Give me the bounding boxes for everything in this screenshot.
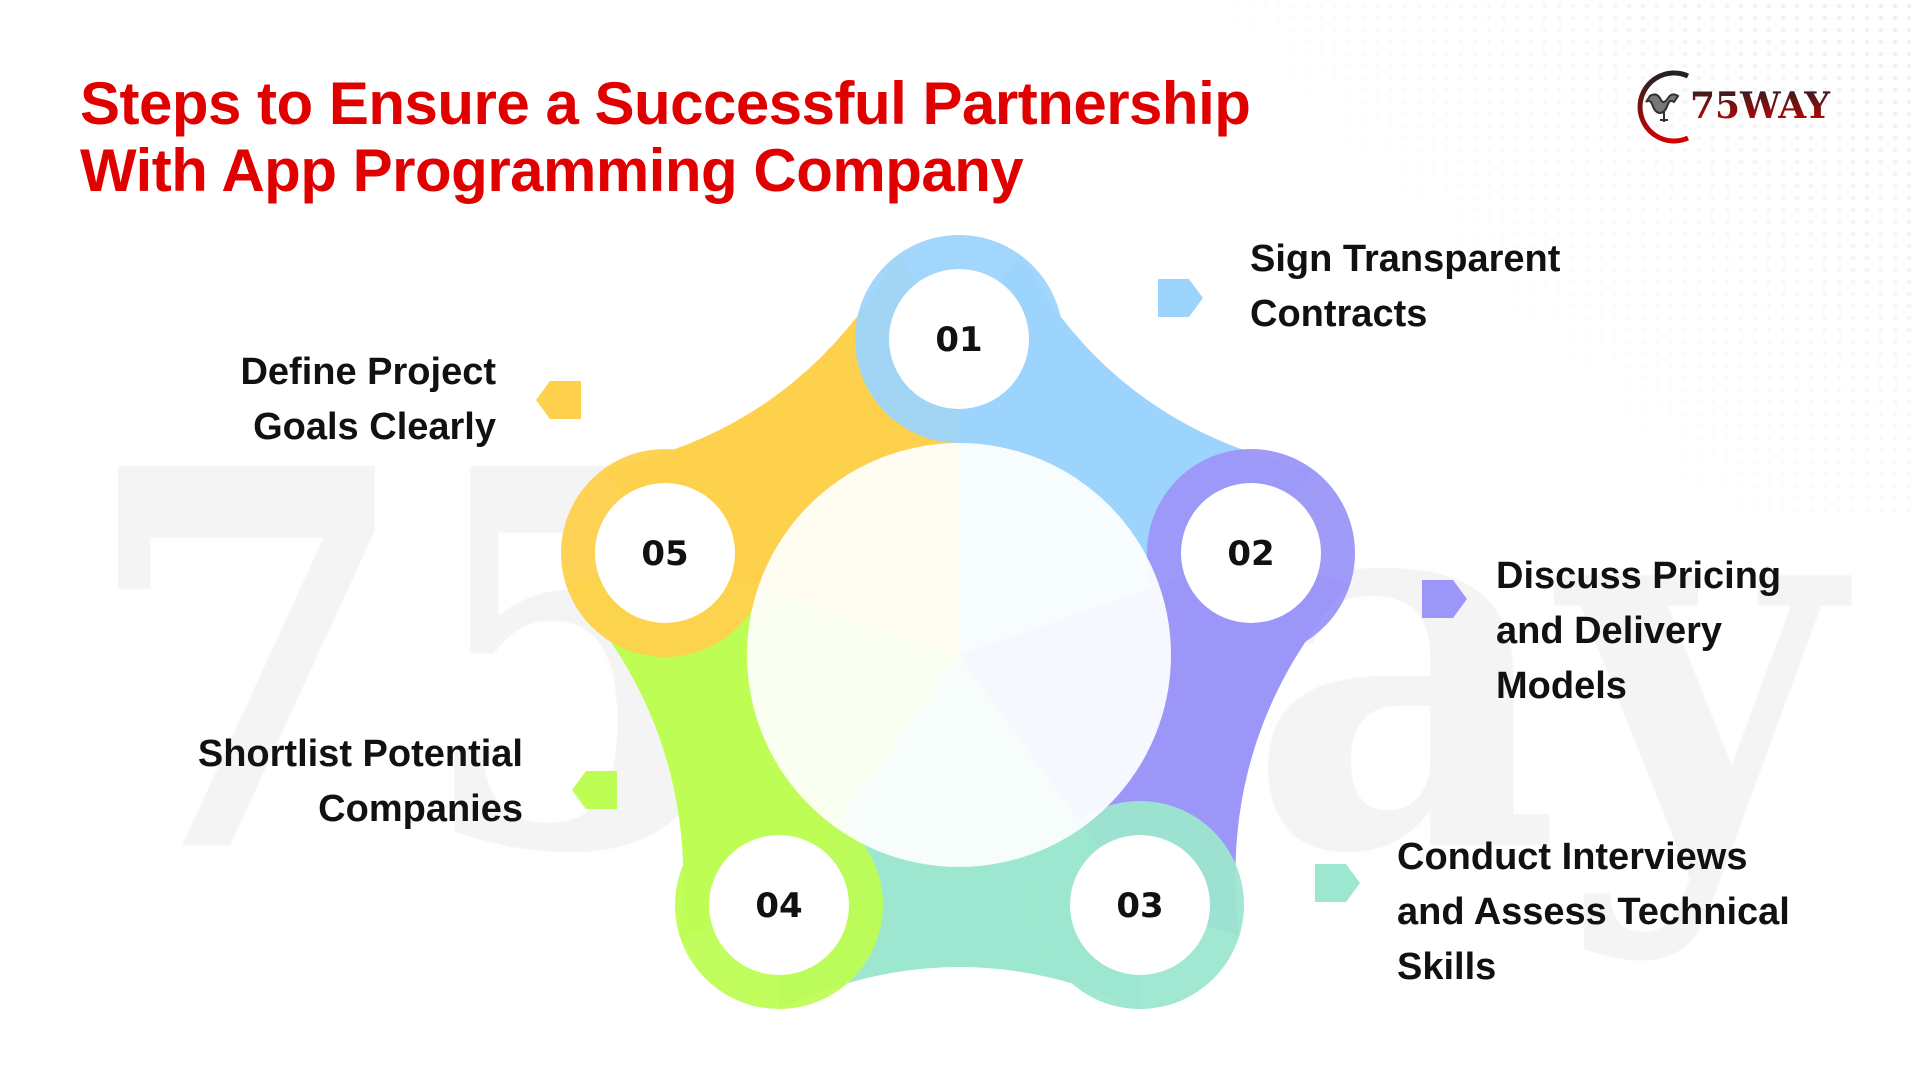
logo: 75WAY bbox=[1637, 70, 1831, 144]
step-label-01: Sign Transparent Contracts bbox=[1250, 232, 1560, 342]
label-line: Discuss Pricing bbox=[1496, 555, 1782, 597]
step-number: 03 bbox=[1116, 886, 1163, 926]
step-node-04: 04 bbox=[709, 835, 849, 975]
label-line: and Assess Technical bbox=[1397, 891, 1790, 933]
logo-text: 75WAY bbox=[1690, 85, 1831, 127]
step-number: 05 bbox=[641, 534, 688, 574]
step-label-04: Shortlist Potential Companies bbox=[198, 727, 523, 837]
step-label-05: Define Project Goals Clearly bbox=[240, 345, 496, 455]
step-number: 02 bbox=[1227, 534, 1274, 574]
step-node-01: 01 bbox=[889, 269, 1029, 409]
label-line: Skills bbox=[1397, 946, 1497, 988]
arrow-tag-icon bbox=[1422, 580, 1467, 618]
label-line: Define Project bbox=[240, 351, 496, 393]
title-line-1: Steps to Ensure a Successful Partnership bbox=[80, 70, 1251, 137]
label-line: and Delivery bbox=[1496, 610, 1722, 652]
arrow-tag-icon bbox=[1315, 864, 1360, 902]
arrow-tag-icon bbox=[572, 771, 617, 809]
step-label-03: Conduct Interviews and Assess Technical … bbox=[1397, 830, 1790, 995]
arrow-tag-icon bbox=[1158, 279, 1203, 317]
label-line: Sign Transparent bbox=[1250, 238, 1561, 280]
step-node-05: 05 bbox=[595, 483, 735, 623]
label-line: Goals Clearly bbox=[253, 406, 496, 448]
title-line-2: With App Programming Company bbox=[80, 137, 1024, 204]
step-number: 04 bbox=[755, 886, 802, 926]
step-node-02: 02 bbox=[1181, 483, 1321, 623]
center-blob bbox=[747, 443, 1171, 867]
label-line: Contracts bbox=[1250, 293, 1428, 335]
label-line: Conduct Interviews bbox=[1397, 836, 1748, 878]
page-title: Steps to Ensure a Successful Partnership… bbox=[80, 70, 1251, 204]
step-label-02: Discuss Pricing and Delivery Models bbox=[1496, 549, 1781, 714]
label-line: Companies bbox=[318, 788, 523, 830]
logo-emblem-icon bbox=[1645, 93, 1680, 122]
step-node-03: 03 bbox=[1070, 835, 1210, 975]
label-line: Shortlist Potential bbox=[197, 733, 523, 775]
label-line: Models bbox=[1496, 665, 1627, 707]
arrow-tag-icon bbox=[536, 381, 581, 419]
step-number: 01 bbox=[935, 320, 982, 360]
logo-arc-icon bbox=[1637, 70, 1690, 144]
